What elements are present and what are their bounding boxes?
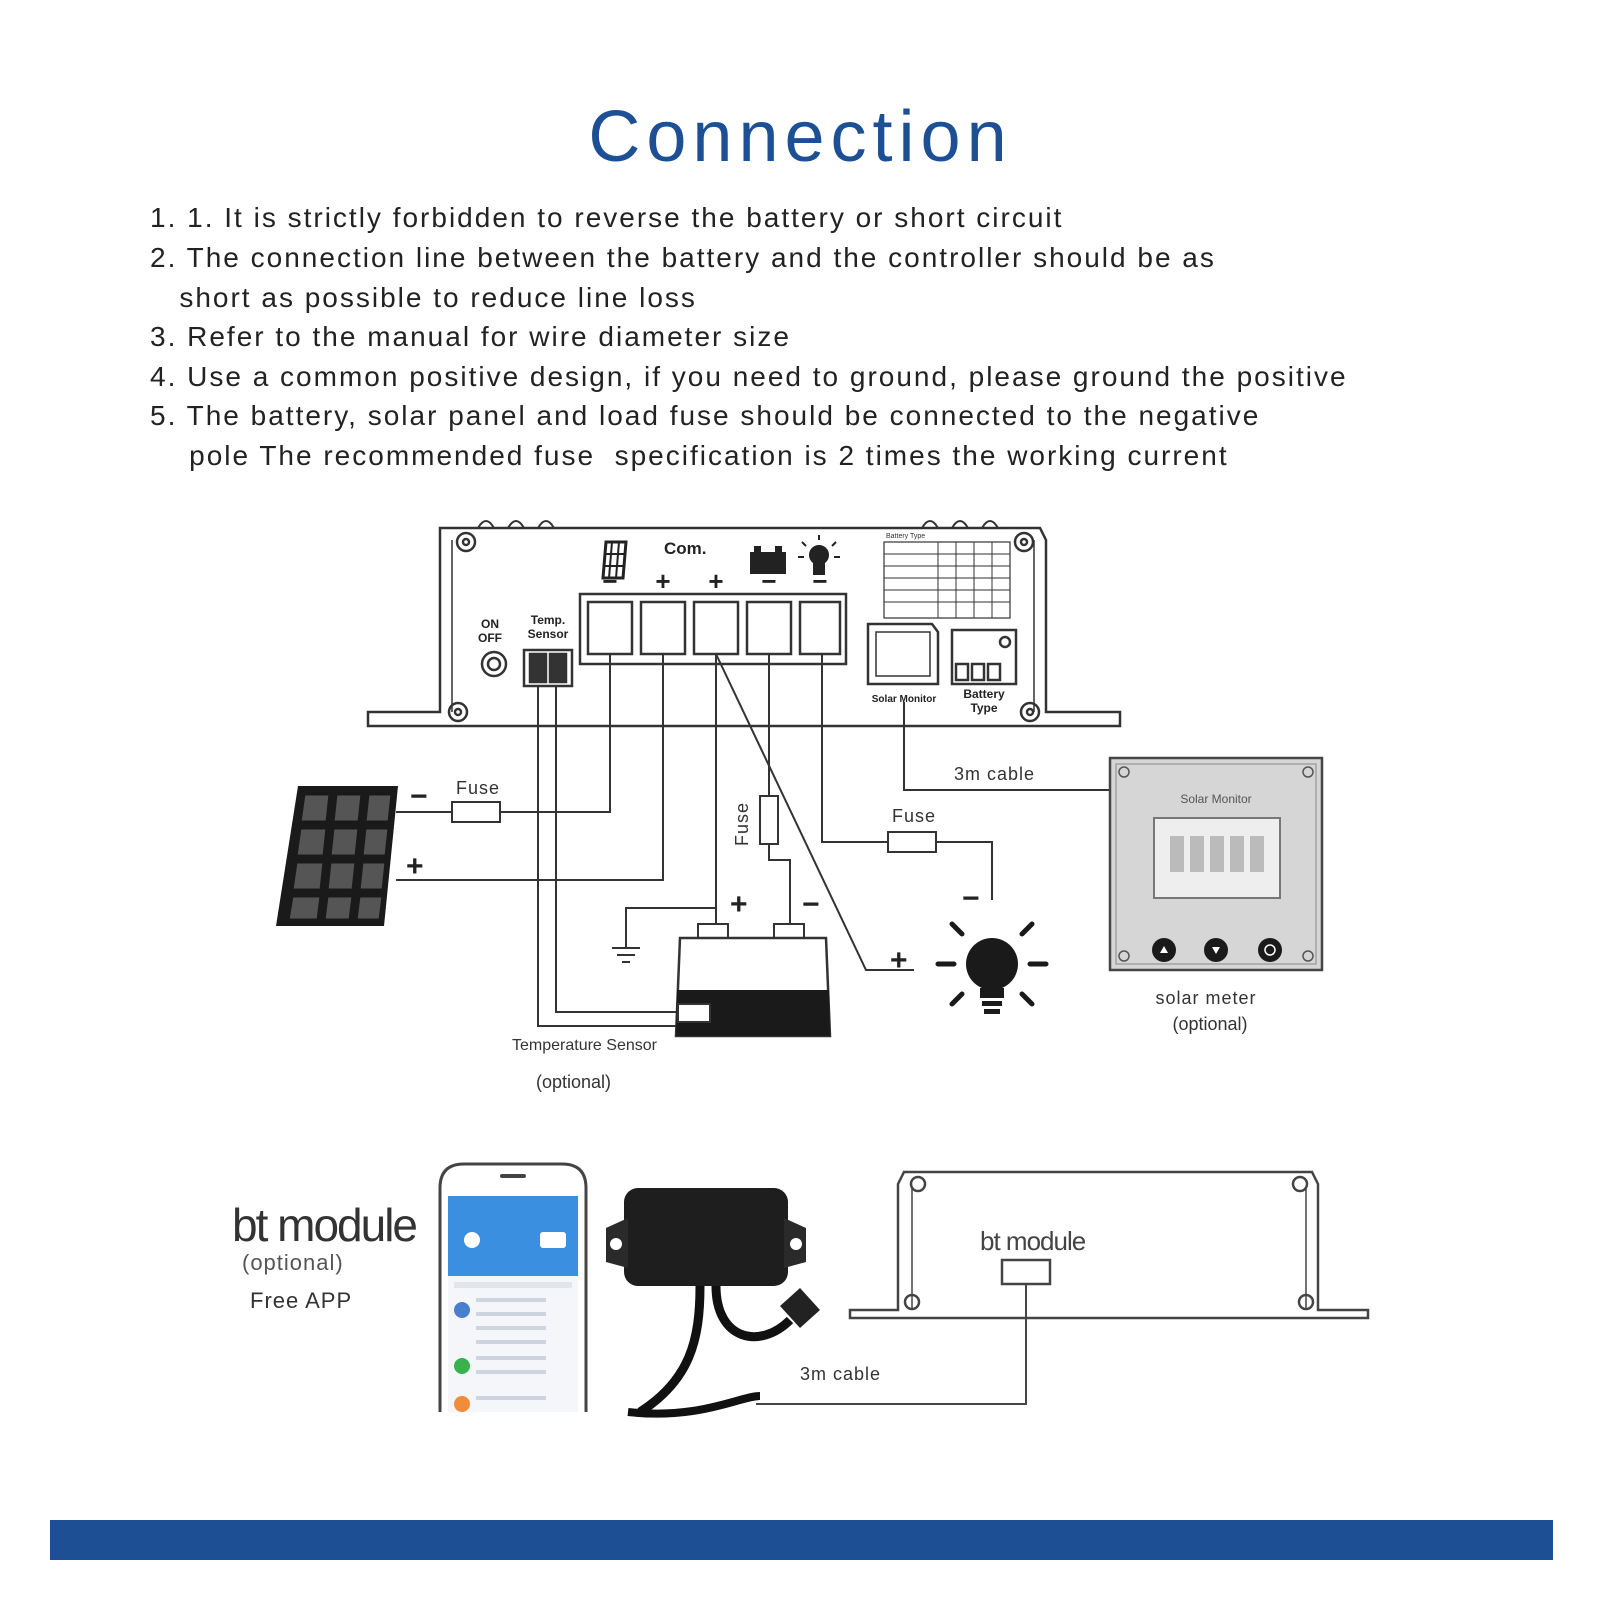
fuse-battery [759,795,779,845]
terminal-sign-1: − [602,566,617,596]
load-terminal-icon [798,535,840,575]
solar-meter-optional: (optional) [1172,1014,1247,1034]
on-off-switch [480,650,508,678]
solar-terminal-icon [601,540,628,580]
terminal-sign-3: + [708,566,723,596]
footer-bar [50,1520,1553,1560]
meter-power-button [1258,938,1282,962]
solar-panel [276,786,398,926]
on-label: ON [481,617,499,631]
solar-minus-sign: − [410,780,428,813]
load-plus-sign: + [890,944,908,977]
temp-sensor-label: Temperature Sensor [512,1037,658,1054]
solar-meter [1108,756,1324,972]
bt-module-device [606,1188,820,1418]
bt-module-title: bt module [232,1199,418,1251]
fuse-solar-label: Fuse [456,778,500,798]
terminal-sign-2: + [655,566,670,596]
page-title: Connection [588,97,1013,177]
free-app-label: Free APP [250,1288,353,1313]
note-line-5: 5. The battery, solar panel and load fus… [150,400,1261,431]
terminal-block [578,592,848,666]
terminal-sign-5: − [812,566,827,596]
temp-sensor-port [522,648,574,688]
meter-screen-title: Solar Monitor [1180,792,1251,806]
note-line-2: 2. The connection line between the batte… [150,242,1216,273]
com-label: Com. [664,539,707,558]
note-line-1: 1. 1. It is strictly forbidden to revers… [150,202,1064,233]
fuse-battery-label: Fuse [732,802,752,846]
cable-monitor-label: 3m cable [954,764,1035,784]
battery [674,923,832,1038]
note-line-3: 3. Refer to the manual for wire diameter… [150,321,791,352]
solar-monitor-port-label: Solar Monitor [872,694,937,705]
note-line-5b: pole The recommended fuse specification … [150,440,1229,471]
phone-app [438,1162,588,1412]
bt-controller-label: bt module [980,1226,1086,1256]
note-line-2b: short as possible to reduce line loss [150,282,697,313]
bt-cable-label: 3m cable [800,1364,881,1384]
fuse-load-label: Fuse [892,806,936,826]
battery-plus-sign: + [730,888,748,921]
controller-housing [366,526,1122,728]
battery-type-dial [950,628,1018,686]
solar-monitor-port [866,622,940,686]
off-label: OFF [478,631,502,645]
solar-meter-label: solar meter [1155,988,1256,1008]
battery-minus-sign: − [802,888,820,921]
solar-plus-sign: + [406,850,424,883]
sensor-label: Sensor [528,627,569,641]
note-line-4: 4. Use a common positive design, if you … [150,361,1348,392]
load-bulb [935,921,1049,1014]
terminal-sign-4: − [761,566,776,596]
load-minus-sign: − [962,882,980,915]
bt-port [1000,1258,1052,1286]
fuse-load [887,831,937,853]
bt-module-optional: (optional) [242,1250,344,1275]
fuse-solar [451,801,501,823]
temp-sensor-probe [677,1003,711,1023]
temp-sensor-optional: (optional) [536,1072,611,1092]
bt-controller-housing [848,1170,1370,1320]
battery-type-table-title: Battery Type [886,533,925,540]
temp-label: Temp. [531,613,565,627]
battery-type-label-1: Battery [963,687,1005,701]
battery-type-table [883,541,1011,619]
battery-type-label-2: Type [970,701,997,715]
battery-terminal-icon [750,546,786,574]
